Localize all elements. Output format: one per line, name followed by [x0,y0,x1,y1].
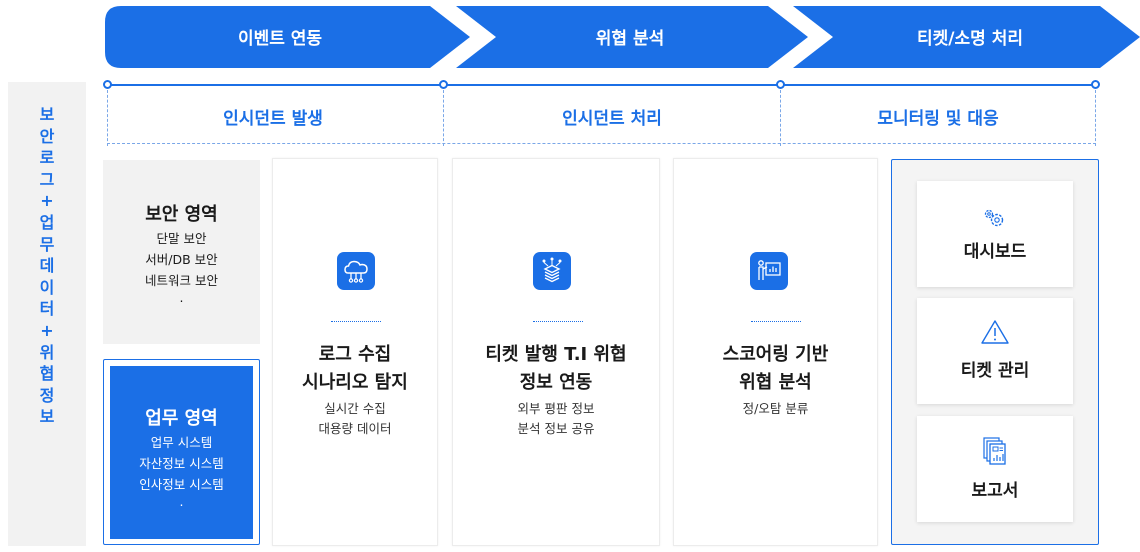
business-item: 업무 시스템 [150,435,213,450]
presentation-chart-icon [750,252,788,290]
phase-dot [1091,80,1100,89]
stage-label-analysis: 위협 분석 [595,29,665,49]
stage-label-ticket: 티켓/소명 처리 [917,29,1023,49]
stage-arrows [105,6,1140,68]
card-title: 로그 수집 시나리오 탐지 [302,344,408,393]
stage-label-event: 이벤트 연동 [237,29,323,49]
business-area-items: 업무 시스템 자산정보 시스템 인사정보 시스템 . [110,432,253,509]
card-log-collection: 로그 수집 시나리오 탐지 실시간 수집 대용량 데이터 [272,158,438,546]
card-desc: 실시간 수집 대용량 데이터 [318,401,392,436]
phase-divider [107,90,108,146]
card-scoring: 스코어링 기반 위협 분석 정/오탐 분류 [673,158,878,546]
phase-label-incident-handle: 인시던트 처리 [562,109,662,129]
phase-label-monitoring: 모니터링 및 대응 [877,109,999,129]
phase-dot [439,80,448,89]
card-desc: 외부 평판 정보 분석 정보 공유 [517,401,595,436]
business-item: 인사정보 시스템 [139,477,224,492]
stage-arrow-analysis [456,6,808,68]
side-panel: 보 안 로 그 + 업 무 데 이 터 + 위 협 정 보 [8,82,86,546]
cloud-network-icon [337,252,375,290]
business-item: 자산정보 시스템 [139,456,224,471]
phase-dot [776,80,785,89]
phase-divider [1095,90,1096,146]
card-desc: 정/오탐 분류 [742,401,809,416]
security-item: 서버/DB 보안 [145,252,218,267]
phase-line [108,84,1096,86]
phase-dot [103,80,112,89]
phase-label-incident-occur: 인시던트 발생 [223,109,323,129]
side-label: 보 안 로 그 + 업 무 데 이 터 + 위 협 정 보 [39,105,55,427]
monitoring-item-dashboard: 대시보드 [917,181,1073,287]
card-separator [533,321,583,322]
warning-triangle-icon [981,320,1009,344]
stage-arrow-ticket [793,6,1140,68]
business-area-title: 업무 영역 [145,408,218,429]
monitoring-label: 대시보드 [963,242,1027,262]
report-documents-icon [983,437,1006,465]
security-item: . [179,290,184,305]
card-separator [751,321,801,322]
business-area: 업무 영역 업무 시스템 자산정보 시스템 인사정보 시스템 . [110,366,253,539]
monitoring-item-ticket: 티켓 관리 [917,298,1073,404]
card-title: 스코어링 기반 위협 분석 [722,344,829,393]
phase-baseline [107,143,1096,144]
security-item: 단말 보안 [156,231,207,246]
phase-divider [780,90,781,146]
card-ticket-ti: 티켓 발행 T.I 위협 정보 연동 외부 평판 정보 분석 정보 공유 [452,158,660,546]
layers-network-icon [533,252,571,290]
card-title: 티켓 발행 T.I 위협 정보 연동 [485,344,627,393]
monitoring-label: 티켓 관리 [960,361,1030,381]
security-area-items: 단말 보안 서버/DB 보안 네트워크 보안 . [103,228,260,305]
monitoring-item-report: 보고서 [917,416,1073,522]
security-area: 보안 영역 단말 보안 서버/DB 보안 네트워크 보안 . [103,160,260,344]
gears-icon [984,209,1004,227]
security-item: 네트워크 보안 [145,273,218,288]
stage-arrow-event [105,6,470,68]
card-separator [331,321,381,322]
security-area-title: 보안 영역 [145,204,218,225]
business-item: . [179,494,184,509]
monitoring-label: 보고서 [971,481,1019,501]
phase-divider [443,90,444,146]
